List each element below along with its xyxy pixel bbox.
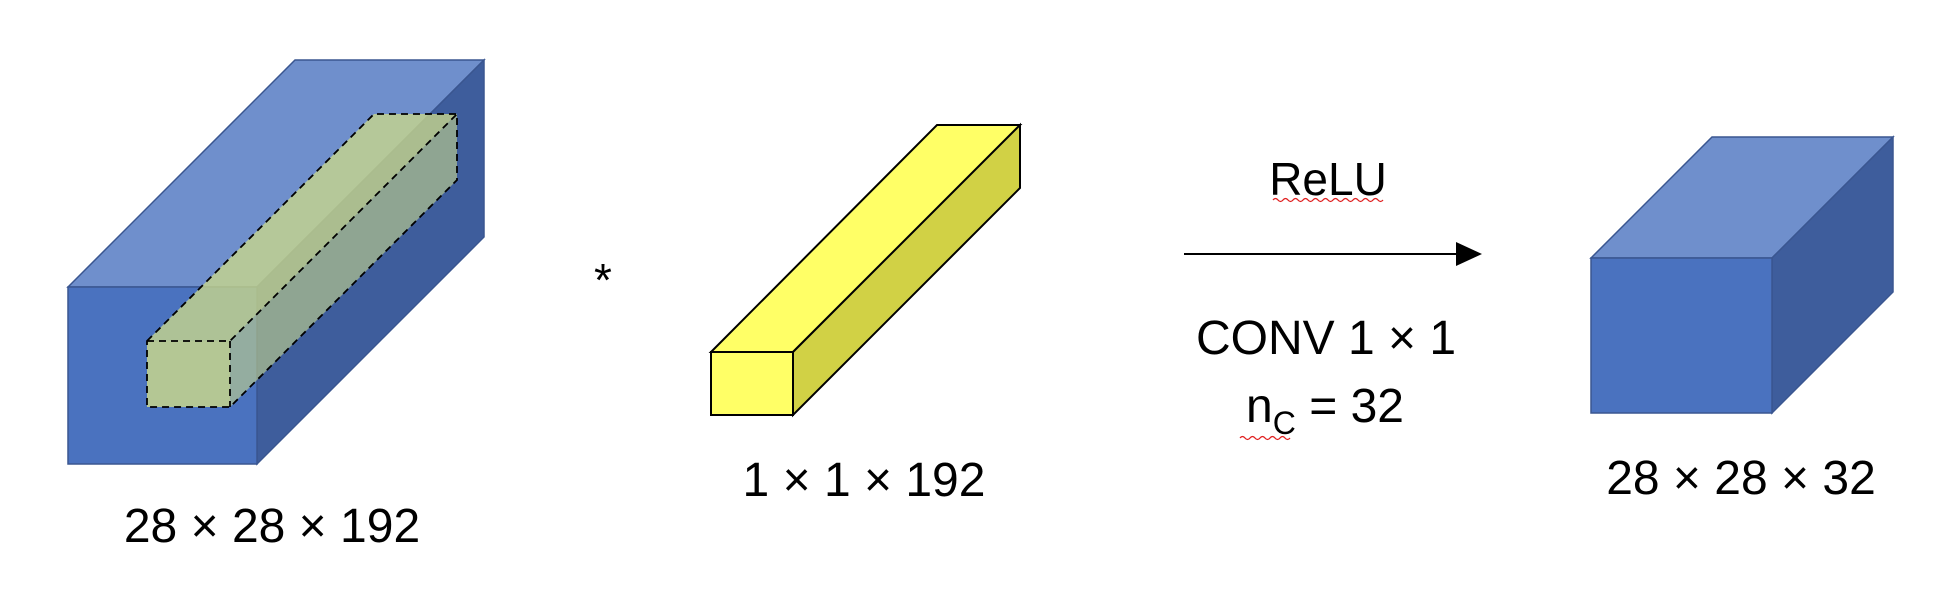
output-volume: [1589, 135, 1895, 415]
filter-volume-front-face: [710, 351, 794, 416]
conv-label: CONV 1 × 1: [1196, 312, 1456, 365]
activation-spell-underline: [1272, 197, 1384, 203]
output-volume-front-face: [1590, 257, 1773, 414]
activation-label: ReLU: [1269, 153, 1387, 205]
convolution-operator: *: [594, 254, 612, 306]
filter-volume-label: 1 × 1 × 192: [743, 454, 986, 507]
input-volume: [66, 58, 486, 466]
channels-symbol: n: [1246, 380, 1273, 433]
filter-volume: [708, 122, 1023, 418]
output-volume-label: 28 × 28 × 32: [1606, 452, 1876, 505]
operation-arrow: [1184, 242, 1482, 266]
input-volume-highlight-column: [146, 113, 458, 408]
channels-label: nC = 32: [1246, 380, 1404, 441]
channels-subscript: C: [1273, 405, 1296, 441]
channels-value: = 32: [1296, 380, 1404, 433]
highlight-column-front-face: [147, 341, 230, 407]
arrow-head: [1456, 242, 1482, 266]
highlight-column-top-face: [147, 114, 457, 341]
channels-spell-underline: [1239, 435, 1291, 441]
highlight-column-side-face: [230, 114, 457, 407]
highlight-column-dashed-edges: [146, 113, 458, 408]
input-volume-label: 28 × 28 × 192: [124, 500, 420, 553]
